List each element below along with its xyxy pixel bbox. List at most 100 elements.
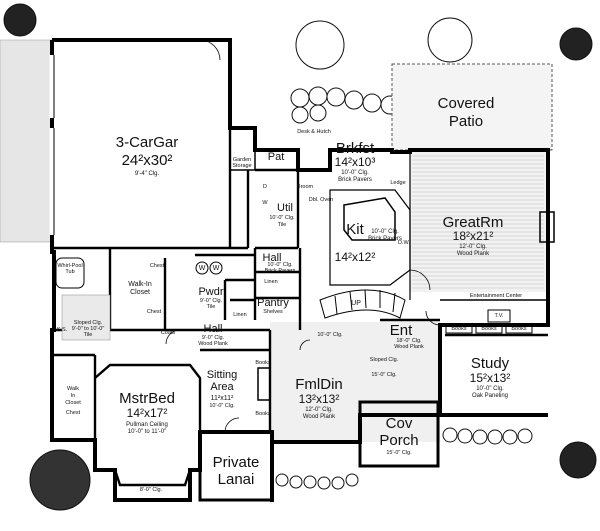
family-dining-floor: Wood Plank xyxy=(302,414,336,420)
kitchen-ceiling: 10'-0" Clg. xyxy=(371,229,399,235)
master-bed-ceiling: Pullman Ceiling xyxy=(126,422,168,428)
master-bath-ceiling-label: Sloped Clg. xyxy=(73,320,103,326)
dishwasher-label: D.W. xyxy=(398,240,410,246)
ks-label: K.S. xyxy=(56,327,68,333)
door-swings xyxy=(165,39,441,433)
family-dining-dims: 13²x13² xyxy=(298,392,340,406)
tree-icon xyxy=(3,3,37,37)
books-label-2: Books xyxy=(481,326,497,332)
books-label-1: Books xyxy=(451,326,467,332)
landscaping xyxy=(3,3,597,511)
covered-patio-name-2: Patio xyxy=(448,113,484,130)
hall-lower-ceiling: 9'-0" Clg. xyxy=(201,335,225,341)
study-dims: 15²x13² xyxy=(469,371,511,385)
tree-icon xyxy=(29,449,91,511)
great-room-floor xyxy=(410,152,546,292)
utility-floor: Tile xyxy=(277,222,287,228)
hall-lower-name: Hall xyxy=(203,323,223,335)
staircase xyxy=(319,289,406,319)
kitchen-island xyxy=(343,197,396,241)
tv-label: T.V. xyxy=(494,313,504,319)
master-bath-floor: Tile xyxy=(83,332,93,338)
hall-upper-floor: Brick Pavers xyxy=(264,268,296,274)
sitting-name: Sitting xyxy=(206,369,238,381)
study-name: Study xyxy=(470,355,510,372)
breakfast-dims: 14²x10³ xyxy=(334,155,376,169)
chest-label-1: Chest xyxy=(149,263,165,269)
hall-lower-floor: Wood Plank xyxy=(198,341,228,347)
private-lanai-name-2: Lanai xyxy=(217,471,255,488)
covered-patio-name: Covered xyxy=(437,95,495,112)
whirlpool-label: Whirl-Pool Tub xyxy=(57,263,83,275)
sloped-ceiling-label: Sloped Clg. xyxy=(369,357,399,363)
sloped-ceiling-ent-label: 15'-0" Clg. xyxy=(371,372,397,378)
great-room-dims: 18²x21² xyxy=(452,229,494,243)
desk-hutch-label: Desk & Hutch xyxy=(297,129,331,135)
walk-in-closet-left-name-3: Closet xyxy=(65,400,81,406)
kitchen-name: Kit xyxy=(346,221,364,238)
bay-ceiling-label: 8'-0" Clg. xyxy=(139,487,163,493)
garage-apron xyxy=(0,39,53,243)
hall-upper-ceiling: 10'-0" Clg. xyxy=(267,262,293,268)
great-room-name: GreatRm xyxy=(442,214,504,231)
covered-patio-area xyxy=(391,63,553,151)
sitting-ceiling: 10'-0" Clg. xyxy=(209,403,235,409)
walk-in-closet-name: Walk-In xyxy=(128,281,152,288)
books-side-label-1: Books xyxy=(255,360,271,366)
breakfast-name: Brkfst xyxy=(335,140,375,157)
dbl-oven-label: Dbl. Oven xyxy=(308,197,334,203)
garage-name: 3-CarGar xyxy=(115,134,179,151)
broom-label: Broom xyxy=(296,184,314,190)
entry-floor: Wood Plank xyxy=(394,344,424,350)
powder-floor: Tile xyxy=(206,304,216,310)
washer-icon xyxy=(209,261,223,275)
pantry-name: Pantry xyxy=(257,297,289,309)
tree-icon xyxy=(559,441,597,479)
kitchen-dims: 14²x12² xyxy=(334,250,376,264)
great-room-ceiling: 12'-0" Clg. xyxy=(459,244,487,250)
garage-doors xyxy=(49,55,55,235)
fireplace-icon xyxy=(257,367,271,401)
tree-icon xyxy=(295,20,345,70)
linen-label-2: Linen xyxy=(233,312,247,318)
stair-up-label: UP xyxy=(351,300,361,307)
cov-porch-name: Cov xyxy=(385,415,413,432)
books-label-3: Books xyxy=(511,326,527,332)
tree-icon xyxy=(559,27,593,61)
family-dining-ceiling: 12'-0" Clg. xyxy=(305,407,333,413)
private-lanai-name: Private xyxy=(212,454,260,471)
sitting-dims: 11²x11² xyxy=(210,395,234,402)
breakfast-ceiling: 10'-0" Clg. xyxy=(341,170,369,176)
dining-floor xyxy=(270,322,440,442)
coats-label: Coats xyxy=(160,330,176,336)
washer-label: W xyxy=(198,265,206,272)
master-bed-dims: 14²x17² xyxy=(126,406,168,420)
master-bath-ceiling: 9'-0" to 10'-0" xyxy=(71,326,105,332)
study-ceiling: 10'-0" Clg. xyxy=(476,386,504,392)
entertainment-center-label: Entertainment Center xyxy=(469,293,523,299)
powder-name: Pwdr xyxy=(198,286,224,298)
entry-ceiling: 18'-0" Clg. xyxy=(396,338,422,344)
garden-storage-area xyxy=(229,127,256,171)
books-side-label-2: Books xyxy=(255,411,271,417)
kitchen-floor: Brick Pavers xyxy=(368,236,402,242)
master-bath-floor xyxy=(61,294,111,341)
master-bed-ceiling-2: 10'-0" to 11'-0" xyxy=(127,429,167,435)
linen-label-1: Linen xyxy=(264,279,278,285)
dryer-label: W xyxy=(212,265,220,272)
breakfast-floor: Brick Pavers xyxy=(338,177,372,183)
shrub-row-icon xyxy=(275,427,533,490)
walk-in-closet-name-2: Closet xyxy=(130,289,150,296)
powder-ceiling: 9'-0" Clg. xyxy=(199,298,223,304)
whirlpool-tub xyxy=(55,257,85,289)
hall-upper-name: Hall xyxy=(262,252,282,264)
chest-label-2: Chest xyxy=(146,309,162,315)
pantry-floor: Shelves xyxy=(263,309,283,315)
sitting-name-2: Area xyxy=(210,381,234,393)
garden-storage-label: Garden Storage xyxy=(232,157,252,169)
walk-in-closet-left-name: Walk xyxy=(66,386,80,392)
great-room-floor: Wood Plank xyxy=(456,251,490,257)
cov-porch-name-2: Porch xyxy=(379,432,419,449)
fireplace-icon xyxy=(539,211,555,243)
